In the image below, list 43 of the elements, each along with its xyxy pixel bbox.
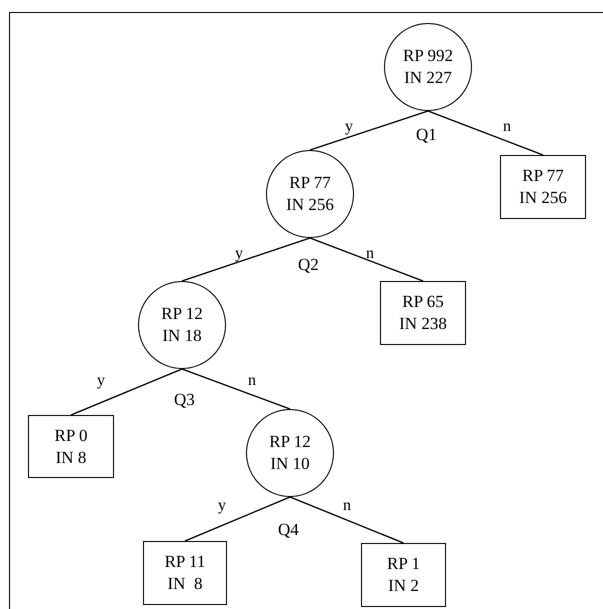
leaf-box (380, 281, 466, 345)
branch-line (70, 368, 182, 416)
question-label: Q3 (174, 390, 195, 410)
node-text: IN 256 (286, 194, 334, 216)
node-text: RP 11 (164, 551, 206, 573)
edge-label: n (503, 118, 511, 136)
node-text: RP 77 (289, 172, 331, 194)
branch-line (428, 110, 544, 156)
question-label: Q2 (298, 255, 319, 275)
branch-line (290, 496, 404, 544)
node-text: IN 256 (519, 187, 567, 209)
node-text: RP 12 (269, 431, 311, 453)
node-text: IN 227 (404, 67, 452, 89)
branch-line (310, 110, 428, 151)
question-label: Q1 (416, 125, 437, 145)
leaf-box (143, 541, 227, 605)
leaf-box (500, 155, 586, 219)
node-text: IN 238 (399, 313, 447, 335)
node-text: RP 12 (161, 303, 203, 325)
node-text: IN 2 (388, 575, 419, 597)
node-text: RP 1 (387, 553, 420, 575)
edge-label: n (343, 497, 351, 515)
branch-line (184, 496, 290, 542)
node-text: RP 0 (54, 424, 88, 446)
node-text: IN 8 (168, 573, 202, 595)
branch-line (310, 237, 424, 282)
edge-label: n (366, 245, 374, 263)
edge-label: y (235, 245, 243, 263)
leaf-box (361, 543, 446, 607)
edge-label: n (248, 372, 256, 390)
node-text: IN 18 (162, 325, 202, 347)
leaf-box (28, 415, 114, 478)
node-text: RP 77 (522, 165, 564, 187)
question-label: Q4 (278, 520, 299, 540)
edge-label: y (218, 497, 226, 515)
edge-label: y (345, 118, 353, 136)
edge-label: y (97, 372, 105, 390)
branch-line (182, 237, 310, 282)
node-text: IN 8 (56, 446, 86, 468)
node-text: IN 10 (270, 453, 310, 475)
node-text: RP 992 (403, 45, 453, 67)
node-text: RP 65 (402, 291, 444, 313)
branch-line (182, 368, 290, 410)
